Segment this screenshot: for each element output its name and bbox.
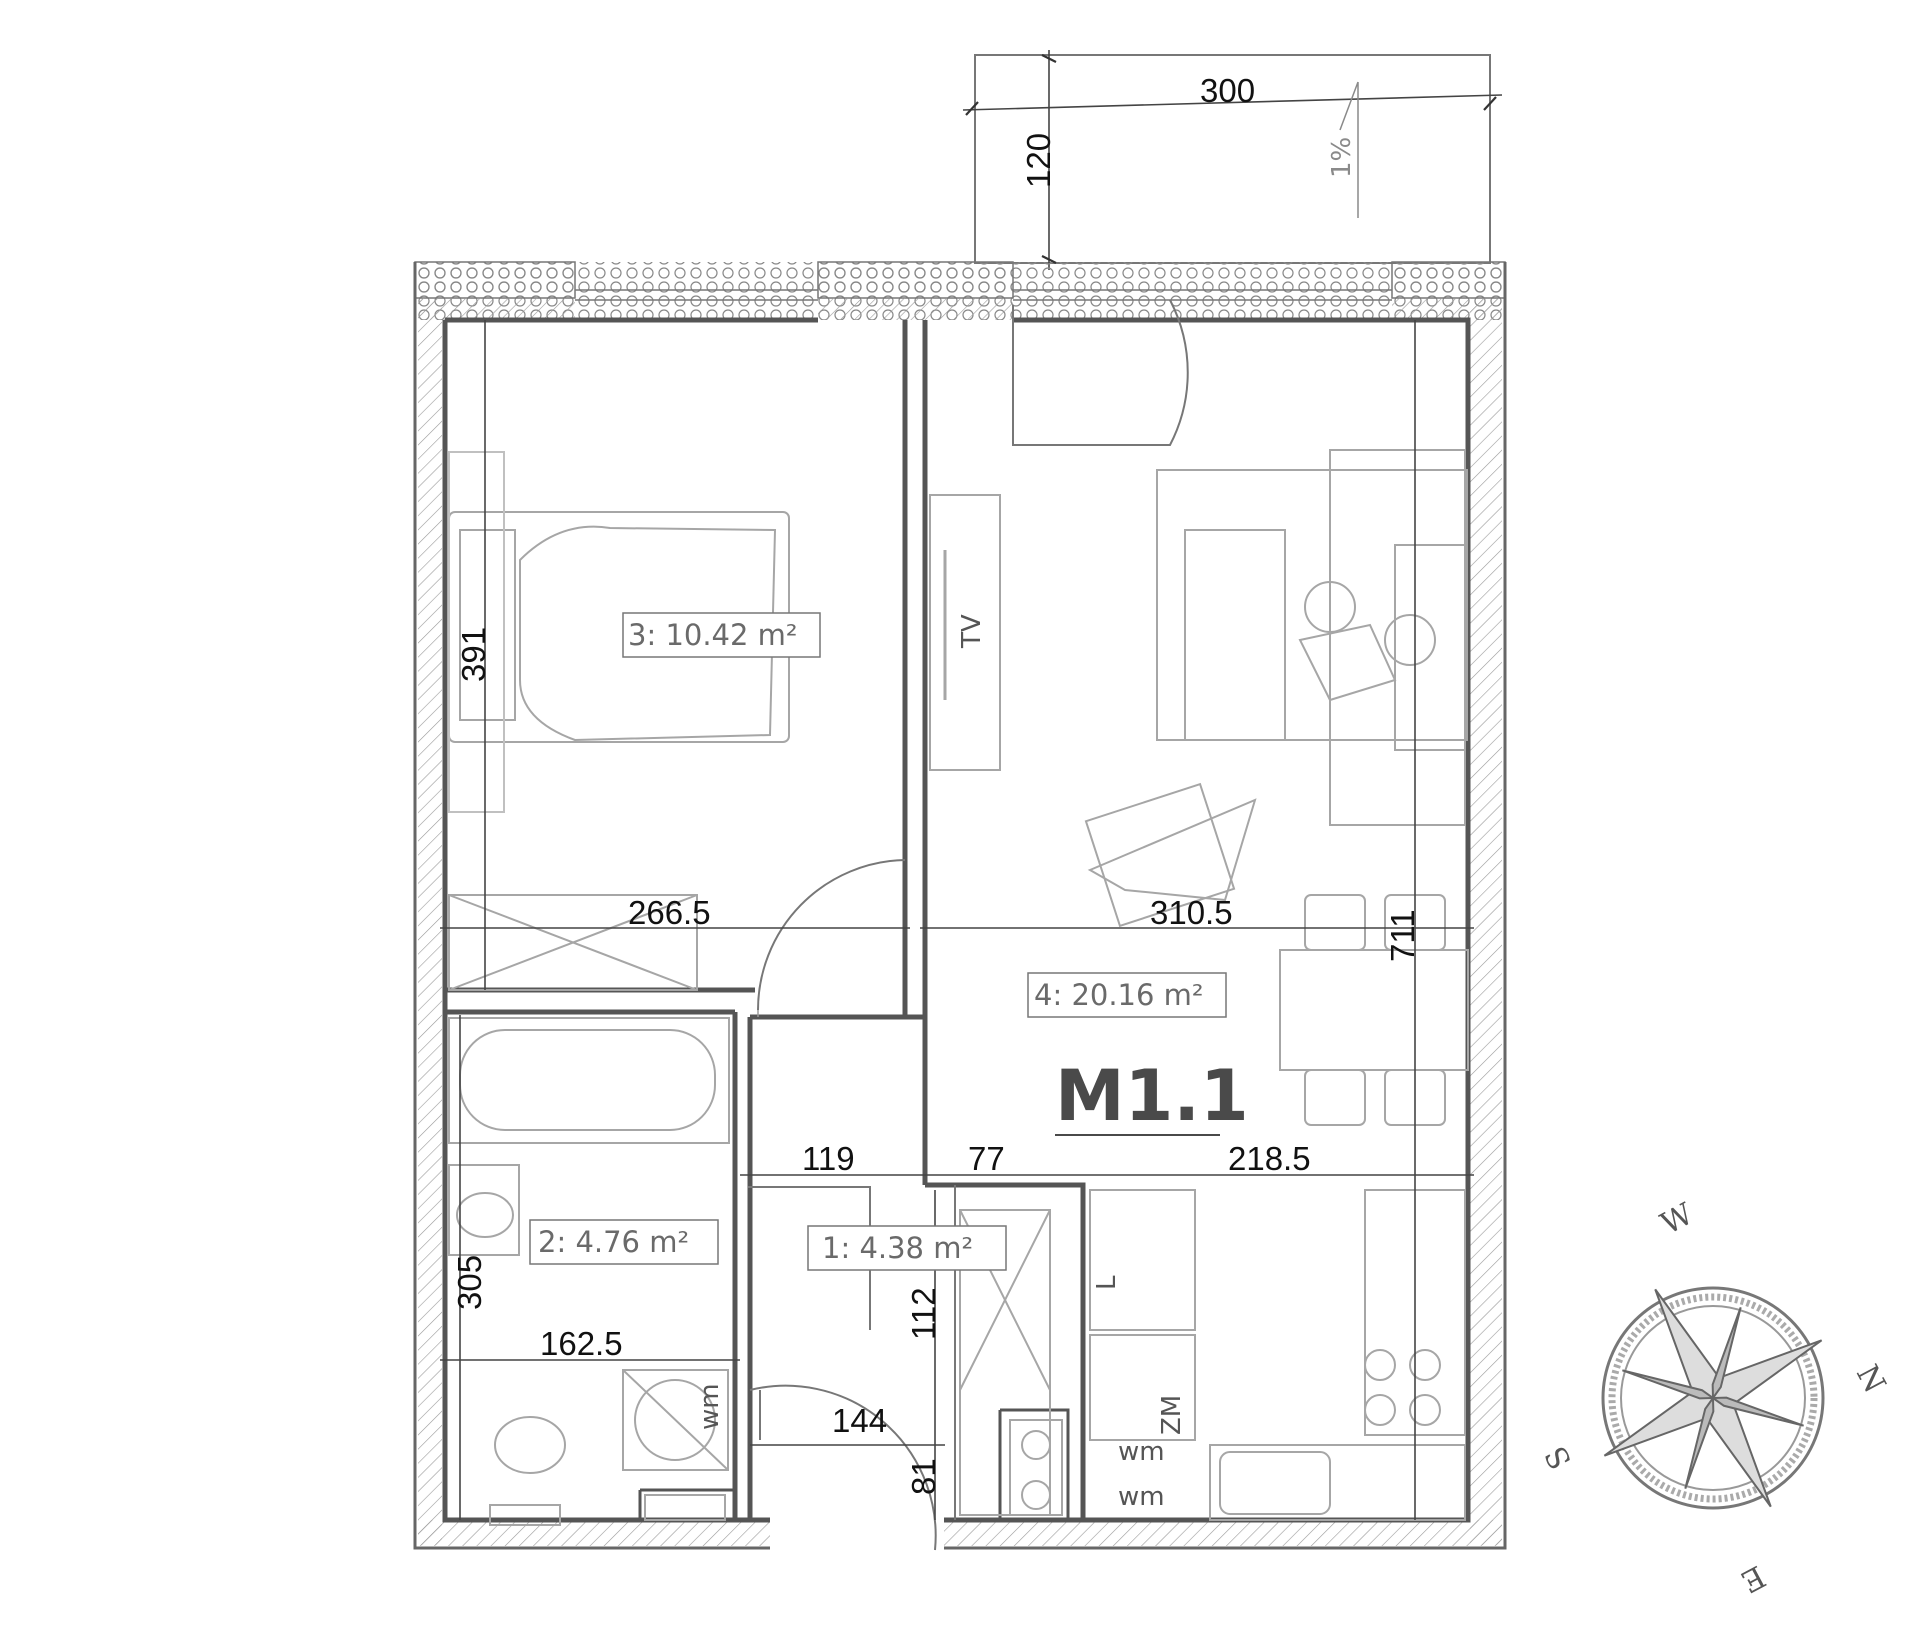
hall-lower-height-dim: 81: [905, 1458, 942, 1495]
washing-machine: [622, 1369, 729, 1471]
room-3-label: 3: 10.42 m²: [628, 618, 798, 652]
nightstand: [448, 451, 505, 813]
room-2-label-box: 2: 4.76 m²: [529, 1219, 719, 1265]
fridge-label: L: [1092, 1275, 1122, 1290]
dining-table: [1279, 894, 1469, 1126]
washbasin: [448, 1164, 520, 1256]
bathtub: [448, 1017, 730, 1144]
living-height-dim: 711: [1384, 909, 1421, 962]
room-4-label-box: 4: 20.16 m²: [1027, 972, 1227, 1018]
corridor-width-dim: 77: [968, 1140, 1005, 1177]
armchair: [1084, 782, 1257, 928]
sofa-area: [1156, 449, 1468, 826]
bedroom-height-dim: 391: [455, 627, 492, 682]
dimension-lines: [440, 320, 1474, 1520]
wm-bath-label: wm: [695, 1383, 725, 1430]
compass-east: E: [1735, 1558, 1771, 1599]
tv-label: TV: [957, 614, 987, 649]
room-4-label: 4: 20.16 m²: [1034, 978, 1204, 1012]
hall-width-dim: 119: [802, 1140, 855, 1177]
room-1-label-box: 1: 4.38 m²: [807, 1225, 1007, 1271]
kitchen-width-dim: 218.5: [1228, 1140, 1311, 1177]
compass-west: W: [1655, 1197, 1699, 1242]
bath-width-dim: 162.5: [540, 1325, 623, 1362]
exterior-walls: [413, 261, 1507, 1550]
bath-height-dim: 305: [451, 1255, 488, 1310]
living-width-dim: 310.5: [1150, 894, 1233, 931]
compass-south: S: [1539, 1440, 1580, 1475]
unit-id: M1.1: [1055, 1055, 1249, 1137]
toilet: [489, 1416, 566, 1526]
freezer-label: ZM: [1157, 1395, 1187, 1435]
hall-lower-width-dim: 144: [832, 1402, 887, 1439]
doors: [748, 299, 1189, 1551]
bath-shaft: [644, 1494, 726, 1521]
room-2-label: 2: 4.76 m²: [538, 1225, 689, 1259]
bedroom-width-dim: 266.5: [628, 894, 711, 931]
kitchen-units: [1089, 1189, 1466, 1521]
room-3-label-box: 3: 10.42 m²: [622, 612, 821, 658]
wardrobe: [448, 894, 698, 991]
compass-rose: N E S W: [1539, 1197, 1893, 1600]
room-1-label: 1: 4.38 m²: [822, 1231, 973, 1265]
balcony-width-dim: 300: [1200, 72, 1255, 109]
slope-label: 1%: [1327, 137, 1357, 178]
utility-shaft: [1009, 1419, 1063, 1516]
person: [1298, 581, 1436, 702]
balcony-depth-dim: 120: [1020, 133, 1057, 188]
wm-kitchen-label-1: wm: [1118, 1437, 1165, 1467]
wm-kitchen-label-2: wm: [1118, 1482, 1165, 1512]
tv-unit: [929, 494, 1001, 771]
compass-north: N: [1849, 1359, 1892, 1399]
hall-door-height-dim: 112: [905, 1287, 942, 1340]
